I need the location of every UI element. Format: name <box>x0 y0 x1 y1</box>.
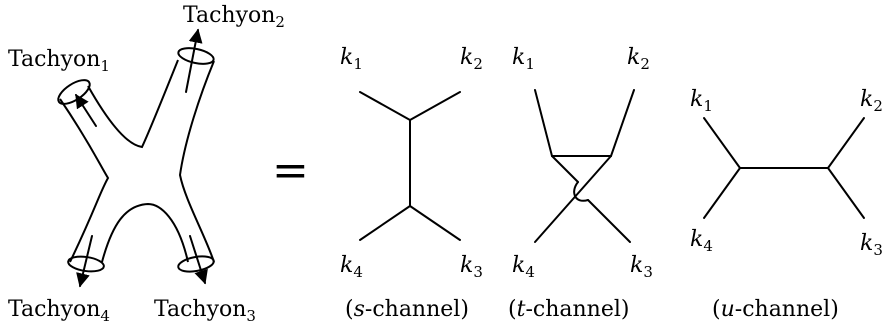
s-channel-diagram <box>359 91 461 241</box>
u-channel-right-vertex <box>827 117 865 219</box>
s-k1-label: k1 <box>340 45 363 73</box>
arrow-tachyon-1 <box>75 93 97 127</box>
t-channel-cross-b <box>534 155 612 243</box>
arrow-tachyon-3 <box>189 235 208 285</box>
arrow-tachyon-2 <box>185 28 203 93</box>
arrow-tachyon-4 <box>76 235 93 288</box>
tachyon-1-label: Tachyon1 <box>8 47 110 75</box>
t-k2-label: k2 <box>627 45 650 73</box>
u-k3-label: k3 <box>860 231 883 259</box>
t-channel-cross-a-out <box>587 199 631 243</box>
t-channel-leg-k1 <box>534 89 553 157</box>
tachyon-4-label: Tachyon4 <box>8 297 110 325</box>
s-channel-caption: (s-channel) <box>345 297 469 322</box>
s-k4-label: k4 <box>340 253 363 281</box>
u-k1-label: k1 <box>690 87 713 115</box>
u-k4-label: k4 <box>690 227 713 255</box>
t-k1-label: k1 <box>512 45 535 73</box>
t-channel-leg-k2 <box>610 89 635 157</box>
u-channel-left-vertex <box>703 117 741 219</box>
s-channel-upper-vertex <box>359 91 461 121</box>
tube-end-1 <box>57 79 91 105</box>
t-channel-caption: (t-channel) <box>508 297 629 322</box>
u-channel-diagram <box>703 117 865 219</box>
u-k2-label: k2 <box>860 87 883 115</box>
t-k3-label: k3 <box>630 253 653 281</box>
worldsheet <box>57 28 215 288</box>
s-k2-label: k2 <box>460 45 483 73</box>
tachyon-2-label: Tachyon2 <box>183 3 285 31</box>
tachyon-3-label: Tachyon3 <box>154 297 256 325</box>
t-channel-diagram <box>534 89 635 243</box>
s-k3-label: k3 <box>460 253 483 281</box>
tube-end-2 <box>177 47 215 65</box>
t-k4-label: k4 <box>512 253 535 281</box>
worldsheet-outline <box>59 59 215 263</box>
t-channel-cross-a <box>551 155 579 183</box>
equals-sign: = <box>272 145 309 196</box>
s-channel-lower-vertex <box>359 205 461 241</box>
u-channel-caption: (u-channel) <box>712 297 839 322</box>
